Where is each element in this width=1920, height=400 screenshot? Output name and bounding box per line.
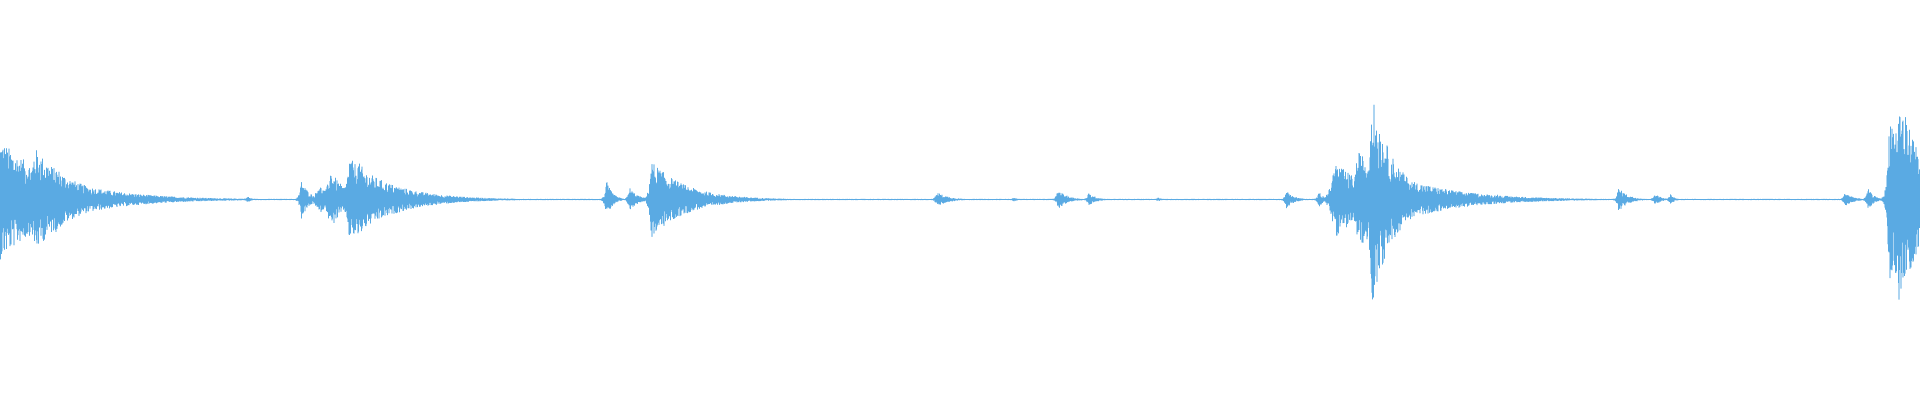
waveform-path — [0, 104, 1920, 300]
